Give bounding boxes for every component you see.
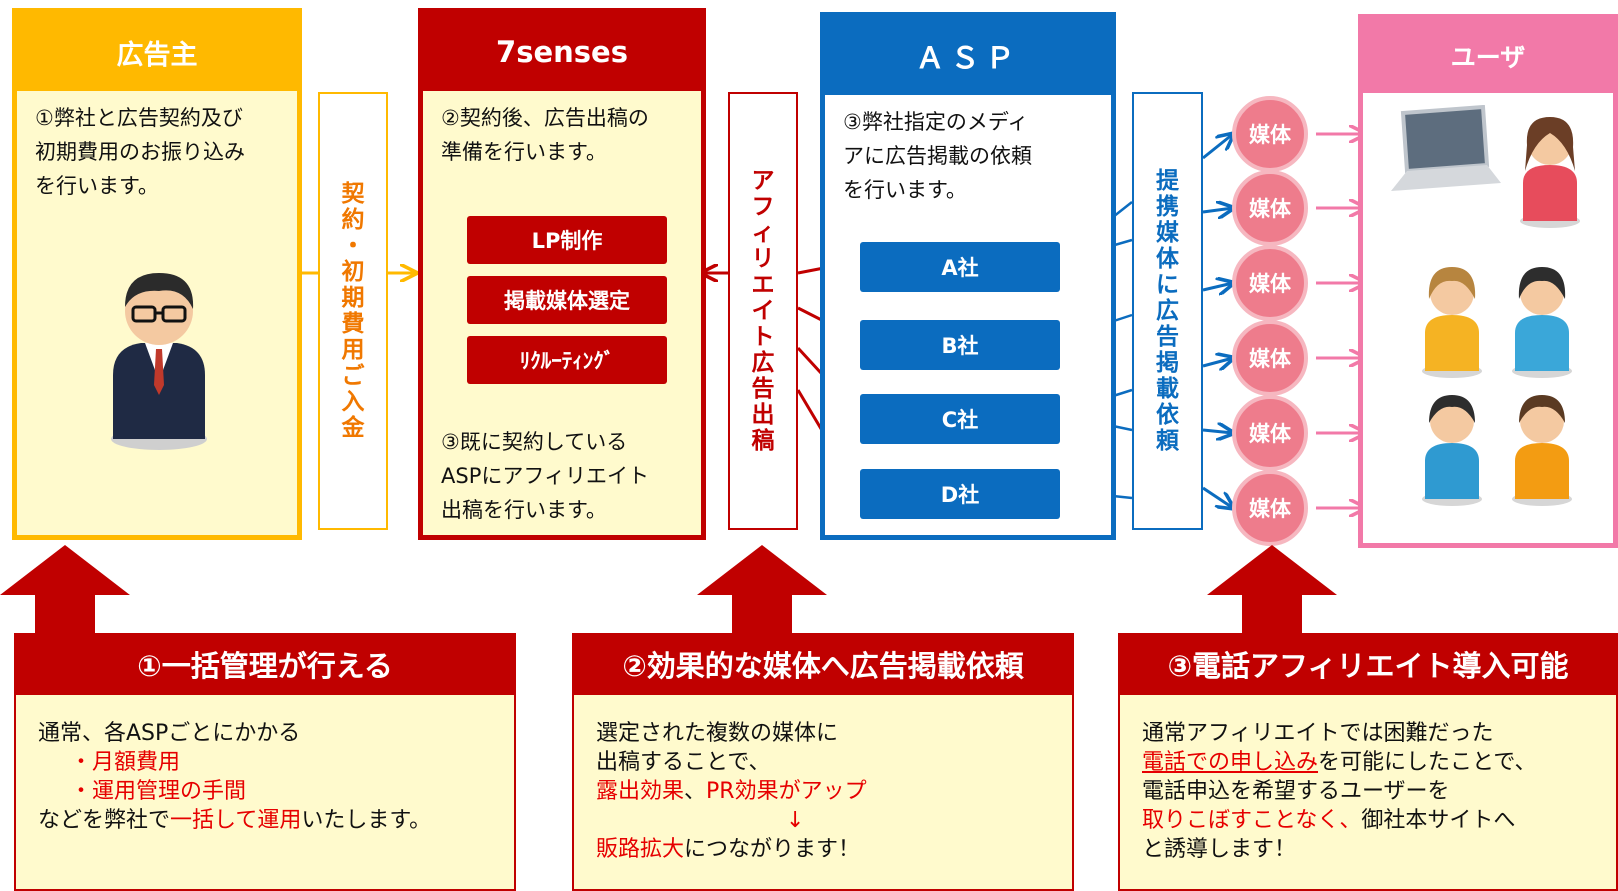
company-b: B社 [860,320,1060,370]
media-node: 媒体 [1232,245,1308,321]
sevensenses-title: 7senses [423,13,701,91]
asp-column: ＡＳＰ ③弊社指定のメディ アに広告掲載の依頼 を行います。 A社 B社 C社 … [820,12,1116,540]
feature-body: 選定された複数の媒体に 出稿することで、 露出効果、PR効果がアップ ↓ 販路拡… [596,721,867,862]
person-icon [1422,267,1482,378]
advertiser-title: 広告主 [17,13,297,91]
task-media-selection: 掲載媒体選定 [467,276,667,324]
person-icon [1512,395,1572,506]
feature-body: 通常、各ASPごとにかかる ・月額費用 ・運用管理の手間 などを弊社で一括して運… [38,721,432,833]
feature-phone-affiliate: ③電話アフィリエイト導入可能 通常アフィリエイトでは困難だった 電話での申し込み… [1118,633,1618,891]
sevensenses-column: 7senses ②契約後、広告出稿の 準備を行います。 LP制作 掲載媒体選定 … [418,8,706,540]
sevensenses-description-bottom: ③既に契約している ASPにアフィリエイト 出稿を行います。 [441,430,649,522]
feature-unified-management: ①一括管理が行える 通常、各ASPごとにかかる ・月額費用 ・運用管理の手間 な… [14,633,516,891]
person-icon [1520,117,1580,228]
task-lp-production: LP制作 [467,216,667,264]
laptop-icon [1391,105,1501,191]
partner-media-label: 提携媒 体に広 告掲載 依頼 [1132,92,1203,530]
media-node: 媒体 [1232,320,1308,396]
media-node: 媒体 [1232,470,1308,546]
media-node: 媒体 [1232,96,1308,172]
task-recruiting: ﾘｸﾙｰﾃｨﾝｸﾞ [467,336,667,384]
businessman-icon [111,273,207,450]
asp-description: ③弊社指定のメディ アに広告掲載の依頼 を行います。 [843,110,1032,202]
person-icon [1422,395,1482,506]
sevensenses-description-top: ②契約後、広告出稿の 準備を行います。 [441,106,649,164]
user-column: ユーザ [1358,14,1618,548]
user-title: ユーザ [1363,19,1613,93]
feature-body: 通常アフィリエイトでは困難だった 電話での申し込みを可能にしたことで、 電話申込… [1142,721,1537,862]
company-c: C社 [860,394,1060,444]
advertiser-column: 広告主 ①弊社と広告契約及び 初期費用のお振り込み を行います。 [12,8,302,540]
affiliate-ad-label: アフィ リエイ ト広告 出稿 [728,92,798,530]
up-arrow [697,545,827,645]
up-arrow [0,545,130,645]
media-node: 媒体 [1232,170,1308,246]
feature-title: ②効果的な媒体へ広告掲載依頼 [572,633,1074,695]
contract-payment-label: 契約・ 初期費 用ご入 金 [318,92,388,530]
company-a: A社 [860,242,1060,292]
person-icon [1512,267,1572,378]
advertiser-description: ①弊社と広告契約及び 初期費用のお振り込み を行います。 [35,106,245,198]
company-d: D社 [860,469,1060,519]
asp-title: ＡＳＰ [825,17,1111,95]
up-arrow [1207,545,1337,645]
feature-title: ①一括管理が行える [14,633,516,695]
feature-title: ③電話アフィリエイト導入可能 [1118,633,1618,695]
feature-media-placement: ②効果的な媒体へ広告掲載依頼 選定された複数の媒体に 出稿することで、 露出効果… [572,633,1074,891]
media-node: 媒体 [1232,395,1308,471]
